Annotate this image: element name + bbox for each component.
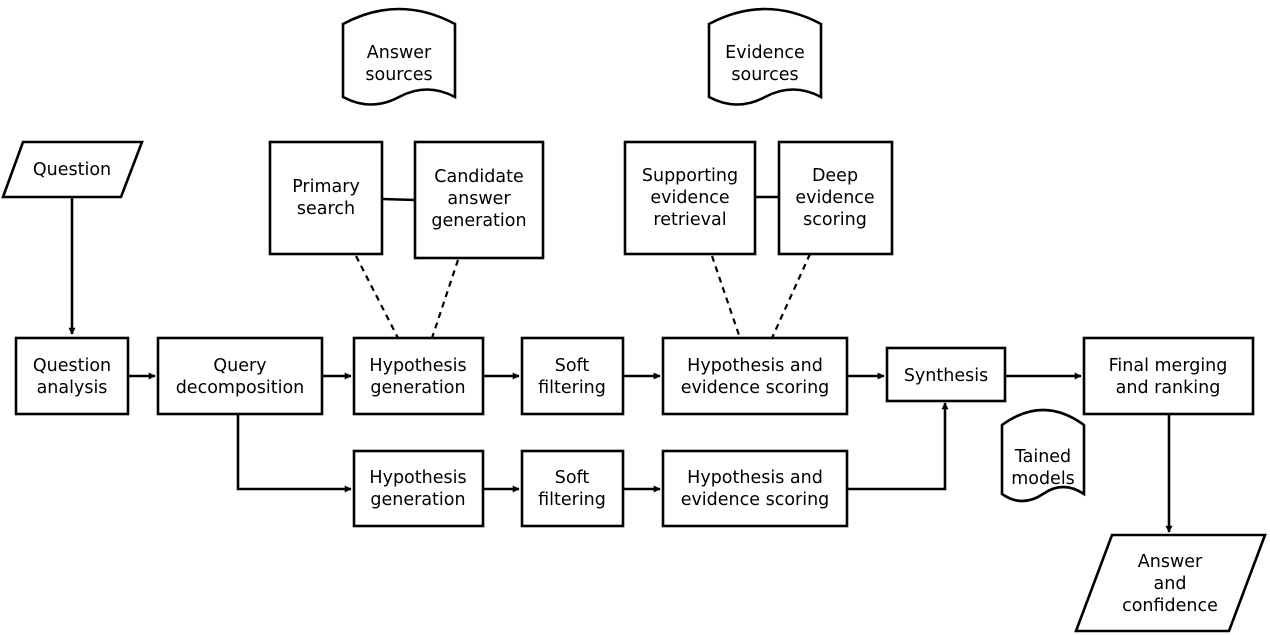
supporting-label-1: Supporting (642, 166, 738, 186)
evidence-sources-label-2: sources (731, 65, 798, 85)
hypothesis-generation-bottom-label-2: generation (370, 490, 465, 510)
hypothesis-evidence-scoring-bottom-label-2: evidence scoring (681, 490, 830, 510)
query-decomposition-label-1: Query (213, 356, 266, 376)
hypothesis-generation-top-label-2: generation (370, 378, 465, 398)
query-decomposition-node: Query decomposition (156, 336, 324, 416)
question-analysis-label-2: analysis (37, 378, 108, 398)
edge-scoring-bottom-to-synthesis (847, 402, 949, 491)
candidate-label-1: Candidate (434, 167, 523, 187)
trained-models-label-2: models (1011, 469, 1075, 489)
hypothesis-evidence-scoring-top-node: Hypothesis and evidence scoring (661, 336, 849, 416)
supporting-evidence-retrieval-node: Supporting evidence retrieval (623, 140, 757, 256)
query-decomposition-label-2: decomposition (176, 378, 305, 398)
soft-filtering-top-label-2: filtering (538, 378, 606, 398)
hypothesis-evidence-scoring-top-label-1: Hypothesis and (687, 356, 823, 376)
evidence-sources-store: Evidence sources (707, 7, 823, 106)
dashed-candidate-to-hypgen (430, 259, 460, 339)
dashed-deep-to-scoring (770, 253, 812, 339)
answer-confidence-label-2: and (1154, 574, 1187, 594)
trained-models-store: Tained models (1000, 408, 1086, 503)
answer-confidence-label-1: Answer (1138, 552, 1203, 572)
evidence-sources-label-1: Evidence (725, 43, 805, 63)
hypothesis-evidence-scoring-bottom-node: Hypothesis and evidence scoring (661, 449, 849, 528)
dashed-supporting-to-scoring (710, 255, 742, 339)
deep-evidence-label-3: scoring (803, 210, 867, 230)
answer-sources-label-1: Answer (367, 43, 432, 63)
question-analysis-node: Question analysis (14, 336, 130, 416)
final-merging-node: Final merging and ranking (1082, 336, 1255, 416)
deep-evidence-label-1: Deep (812, 166, 858, 186)
answer-sources-label-2: sources (365, 65, 432, 85)
hypothesis-generation-top-node: Hypothesis generation (352, 336, 485, 416)
soft-filtering-bottom-node: Soft filtering (520, 449, 625, 528)
primary-search-node: Primary search (268, 140, 384, 256)
hypothesis-evidence-scoring-bottom-label-1: Hypothesis and (687, 468, 823, 488)
soft-filtering-top-node: Soft filtering (520, 336, 625, 416)
hypothesis-generation-bottom-node: Hypothesis generation (352, 449, 485, 528)
primary-search-label-1: Primary (292, 177, 360, 197)
primary-search-label-2: search (297, 199, 355, 219)
link-primary-candidate (381, 197, 416, 202)
soft-filtering-bottom-label-2: filtering (538, 490, 606, 510)
hypothesis-generation-top-label-1: Hypothesis (369, 356, 466, 376)
question-analysis-label-1: Question (33, 356, 111, 376)
question-label: Question (33, 160, 111, 180)
synthesis-node: Synthesis (885, 346, 1007, 403)
answer-sources-store: Answer sources (341, 7, 457, 106)
supporting-label-2: evidence (650, 188, 729, 208)
candidate-answer-generation-node: Candidate answer generation (413, 140, 545, 260)
candidate-label-2: answer (447, 189, 511, 209)
final-merging-label-1: Final merging (1109, 356, 1228, 376)
soft-filtering-top-label-1: Soft (555, 356, 590, 376)
deep-evidence-label-2: evidence (795, 188, 874, 208)
final-merging-label-2: and ranking (1116, 378, 1221, 398)
hypothesis-evidence-scoring-top-label-2: evidence scoring (681, 378, 830, 398)
hypothesis-generation-bottom-label-1: Hypothesis (369, 468, 466, 488)
answer-confidence-node: Answer and confidence (1074, 533, 1267, 633)
trained-models-label-1: Tained (1014, 447, 1071, 467)
soft-filtering-bottom-label-1: Soft (555, 468, 590, 488)
synthesis-label: Synthesis (904, 366, 988, 386)
answer-confidence-label-3: confidence (1122, 596, 1218, 616)
question-node: Question (1, 140, 144, 199)
candidate-label-3: generation (431, 211, 526, 231)
dashed-primary-to-hypgen (355, 255, 399, 339)
edge-decomposition-to-hypgen-bottom (236, 414, 352, 493)
deep-evidence-scoring-node: Deep evidence scoring (777, 140, 894, 256)
supporting-label-3: retrieval (653, 210, 726, 230)
